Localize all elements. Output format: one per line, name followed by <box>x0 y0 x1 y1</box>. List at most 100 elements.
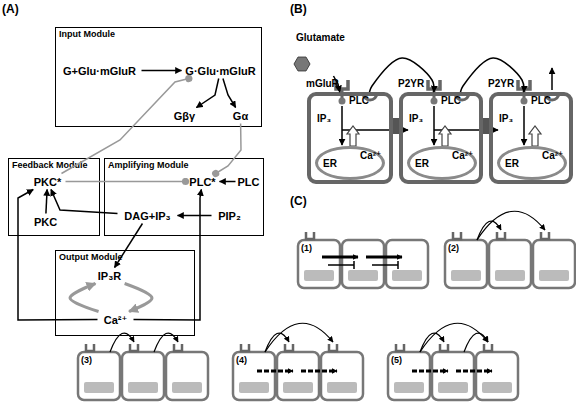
er-block <box>128 382 158 393</box>
coupling-arrow <box>456 370 492 373</box>
species-node: Ca²⁺ <box>98 312 134 328</box>
species-node: G·Glu·mGluR <box>182 63 260 79</box>
module-box: Feedback ModulePKC* PKC <box>8 158 100 236</box>
cell-outline <box>233 352 275 400</box>
species-name: PLC <box>236 174 262 190</box>
connector <box>196 79 218 108</box>
glutamate-hexagon <box>294 57 310 71</box>
species-node: PKC* <box>30 174 66 190</box>
cell-label: IP₃ <box>409 113 423 124</box>
receptor-symbol <box>497 232 505 239</box>
cell-outline <box>388 352 430 400</box>
cell-outline <box>78 352 120 400</box>
receptor-symbol <box>428 80 440 89</box>
species-name: Gα <box>230 108 252 124</box>
cell-outline <box>166 352 208 400</box>
cell-label: mGluR <box>306 78 339 89</box>
receptor-symbol <box>440 344 448 351</box>
ip3-arrow <box>341 106 343 145</box>
panel-label: (B) <box>290 2 307 16</box>
inhibition-bar <box>397 261 399 269</box>
species-name: PLC* <box>186 174 220 190</box>
er-block <box>348 270 378 281</box>
atp-signal-arc <box>420 323 488 352</box>
er-block <box>239 382 269 393</box>
species-node: PKC <box>30 214 62 230</box>
connector <box>142 70 182 72</box>
module-title: Feedback Module <box>12 160 88 170</box>
coupling-arrow <box>301 370 337 373</box>
ip3-arrow <box>433 106 435 145</box>
er-block <box>451 270 481 281</box>
cell-box: P2YRPLCIP₃ERCa²⁺ <box>399 92 483 184</box>
receptor-symbol <box>130 344 138 351</box>
er-label: ER <box>505 158 519 169</box>
receptor-symbol <box>396 344 404 351</box>
connector <box>115 224 143 268</box>
er-label: Ca²⁺ <box>360 150 381 161</box>
connector <box>460 58 523 92</box>
plc-dot <box>339 98 346 105</box>
calcium-release-arrow <box>439 126 451 146</box>
coupling-arrow <box>366 256 402 259</box>
atp-signal-arc <box>265 323 333 352</box>
species-node: PLC <box>236 174 262 190</box>
receptor-symbol <box>484 344 492 351</box>
receptor-symbol <box>329 344 337 351</box>
er-block <box>84 382 114 393</box>
connector <box>369 58 433 92</box>
er-ellipse: ERCa²⁺ <box>407 146 477 180</box>
cell-label: PLC <box>531 95 551 106</box>
species-node: IP₃R <box>90 268 130 284</box>
cell-outline <box>476 352 518 400</box>
inhibition-line <box>328 264 354 266</box>
receptor-symbol <box>306 232 314 239</box>
er-ellipse: ER Ca²⁺ <box>315 146 385 180</box>
species-node: PLC* <box>186 174 220 190</box>
er-label: ER <box>323 158 337 169</box>
release-arrow <box>551 68 553 90</box>
cell-label: P2YR <box>398 78 424 89</box>
connector <box>70 284 99 312</box>
callout-number: (5) <box>391 355 402 365</box>
species-name: PIP₂ <box>212 208 248 224</box>
er-block <box>327 382 357 393</box>
cell-outline <box>489 240 531 288</box>
connector <box>134 190 202 321</box>
calcium-release-arrow <box>529 126 541 146</box>
callout-number: (3) <box>81 355 92 365</box>
coupling-arrow <box>257 370 293 373</box>
cell-outline <box>321 352 363 400</box>
ligand-label: Glutamate <box>296 32 345 43</box>
plc-dot <box>521 98 528 105</box>
module-box: Output ModuleIP₃RCa²⁺ <box>55 250 195 336</box>
glutamate-node: Glutamate <box>292 32 350 76</box>
receptor-symbol <box>518 80 530 89</box>
er-label: Ca²⁺ <box>542 150 563 161</box>
cell-outline <box>122 352 164 400</box>
panel-label: (C) <box>290 194 307 208</box>
er-block <box>482 382 512 393</box>
connector <box>51 190 117 214</box>
connector <box>216 124 241 174</box>
receptor-symbol <box>174 344 182 351</box>
er-block <box>539 270 569 281</box>
cell-outline <box>298 240 340 288</box>
callout-number: (1) <box>301 243 312 253</box>
receptor-symbol <box>86 344 94 351</box>
er-block <box>172 382 202 393</box>
receptor-symbol <box>453 232 461 239</box>
connector <box>66 181 186 183</box>
species-node: Gα <box>230 108 252 124</box>
cell-outline <box>432 352 474 400</box>
connector <box>61 79 188 174</box>
module-title: Amplifying Module <box>108 160 189 170</box>
coupling-arrow <box>412 370 448 373</box>
er-ellipse: ER Ca²⁺ <box>497 146 567 180</box>
module-box: Input ModuleG+Glu·mGluRG·Glu·mGluRGβγGα <box>55 27 262 127</box>
cell-label: PLC <box>349 95 369 106</box>
calcium-release-arrow <box>347 126 359 146</box>
module-title: Input Module <box>59 29 115 39</box>
species-name: PKC* <box>30 174 66 190</box>
